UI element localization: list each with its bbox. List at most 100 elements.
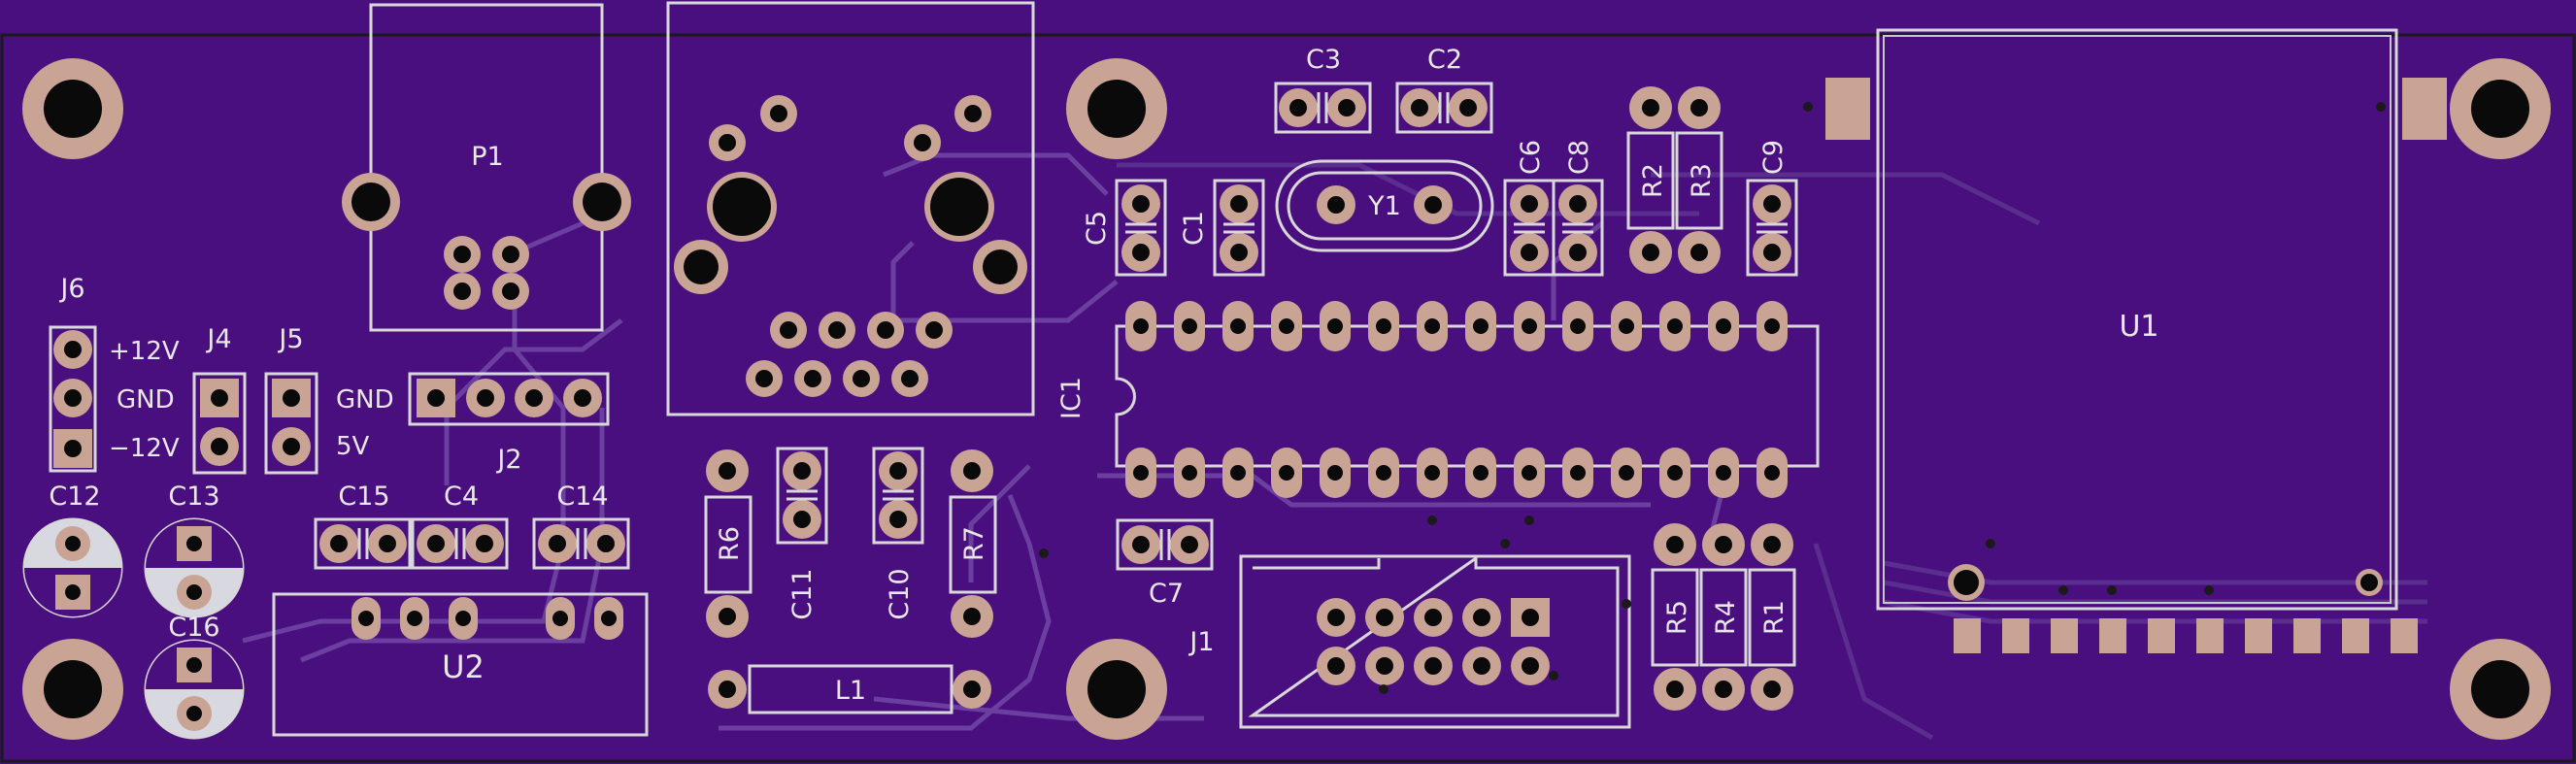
ic1-pin — [1174, 301, 1205, 351]
c3-label: C3 — [1306, 45, 1341, 75]
net-label-minus12v: −12V — [109, 434, 180, 463]
r3-label: R3 — [1687, 163, 1717, 198]
cap-c15: C15 — [314, 482, 412, 570]
ic1-pin — [1465, 301, 1496, 351]
c8-label: C8 — [1564, 140, 1594, 175]
j1-pin — [1317, 598, 1355, 637]
connector-j4: J4 — [192, 324, 247, 475]
ic1-pin — [1174, 448, 1205, 498]
resistor-r7: R7 — [949, 449, 997, 638]
cap-c4: C4 — [411, 482, 509, 570]
c16-label: C16 — [168, 613, 219, 643]
cap-c6: C6 — [1503, 140, 1556, 277]
ic1-pin — [1222, 448, 1254, 498]
u1-smd-pad — [2293, 618, 2321, 653]
ic1-pin — [1125, 301, 1156, 351]
c7-label: C7 — [1149, 579, 1184, 609]
j6-label: J6 — [58, 274, 84, 304]
net-label-gnd: GND — [117, 385, 175, 415]
j1-pin — [1511, 598, 1550, 637]
resistor-r1: R1 — [1748, 523, 1796, 711]
ic1-pin — [1514, 448, 1545, 498]
ic1-pin — [1368, 448, 1399, 498]
ic1-pin — [1222, 301, 1254, 351]
module-u1: U1 — [1825, 28, 2447, 653]
j1-pins — [1317, 598, 1550, 685]
c1-label: C1 — [1179, 211, 1209, 246]
c6-label: C6 — [1516, 140, 1546, 175]
u1-smd-pad — [2391, 618, 2418, 653]
c11-label: C11 — [787, 568, 818, 619]
u1-side-pad — [2402, 78, 2447, 140]
u2-label: U2 — [442, 648, 485, 685]
cap-c9: C9 — [1746, 140, 1798, 277]
ic1-pin — [1271, 301, 1302, 351]
u1-smd-pad — [2002, 618, 2029, 653]
ic1-pin — [1417, 301, 1448, 351]
ic1-pin — [1611, 301, 1642, 351]
j1-pin — [1511, 647, 1550, 685]
p1-label: P1 — [471, 142, 503, 172]
resistor-r3: R3 — [1675, 86, 1723, 274]
ic1-pins — [1125, 301, 1788, 498]
l1-label: L1 — [835, 676, 866, 706]
j5-label: J5 — [277, 324, 303, 354]
r6-label: R6 — [715, 526, 745, 561]
c5-label: C5 — [1082, 211, 1112, 246]
u1-pads — [1954, 618, 2418, 653]
ic1-pin — [1659, 301, 1690, 351]
cap-c11: C11 — [776, 447, 828, 620]
ic-ic1: IC1 — [1056, 301, 1820, 498]
resistor-r4: R4 — [1699, 523, 1748, 711]
c4-label: C4 — [444, 482, 479, 512]
ic1-pin — [1708, 301, 1739, 351]
resistor-r6: R6 — [704, 449, 753, 638]
connector-p1: P1 — [342, 3, 631, 332]
u1-smd-pad — [2342, 618, 2369, 653]
board-outline — [0, 33, 2576, 763]
c9-label: C9 — [1758, 140, 1789, 175]
u1-smd-pad — [1954, 618, 1981, 653]
cap-c8: C8 — [1552, 140, 1604, 277]
cap-c13: C13 — [144, 482, 245, 618]
j1-pin — [1365, 647, 1404, 685]
mounting-holes — [22, 58, 2551, 740]
net-label-plus12v: +12V — [109, 337, 180, 366]
connector-j6: J6 +12V GND −12V — [49, 274, 180, 473]
j2-label: J2 — [495, 445, 521, 475]
ic1-pin — [1320, 448, 1351, 498]
ic1-pin — [1562, 448, 1593, 498]
cap-c3: C3 — [1274, 45, 1372, 134]
u1-label: U1 — [2119, 310, 2158, 344]
c13-label: C13 — [168, 482, 219, 512]
r5-label: R5 — [1662, 600, 1692, 635]
ic1-pin — [1125, 448, 1156, 498]
ic1-label: IC1 — [1056, 377, 1087, 419]
ic1-pin — [1708, 448, 1739, 498]
ic1-pin — [1611, 448, 1642, 498]
ic1-pin — [1562, 301, 1593, 351]
u1-smd-pad — [2196, 618, 2224, 653]
r7-label: R7 — [959, 526, 989, 561]
cap-c2: C2 — [1395, 45, 1493, 134]
ic1-pin — [1320, 301, 1351, 351]
c14-label: C14 — [556, 482, 608, 512]
c15-label: C15 — [338, 482, 389, 512]
cap-c12: C12 — [22, 482, 123, 618]
crystal-y1: Y1 — [1275, 159, 1494, 252]
net-label-gnd-j5: GND — [336, 385, 394, 415]
r1-label: R1 — [1759, 600, 1790, 635]
connector-rj — [666, 1, 1035, 416]
ic1-pin — [1659, 448, 1690, 498]
ic1-pin — [1514, 301, 1545, 351]
net-label-5v: 5V — [336, 432, 370, 461]
r2-label: R2 — [1638, 163, 1668, 198]
y1-label: Y1 — [1367, 191, 1401, 221]
j1-pin — [1462, 647, 1501, 685]
j4-label: J4 — [205, 324, 231, 354]
ic1-pin — [1756, 448, 1788, 498]
cap-c16: C16 — [144, 613, 245, 740]
vias — [1039, 102, 2386, 694]
cap-c5: C5 — [1082, 179, 1167, 277]
